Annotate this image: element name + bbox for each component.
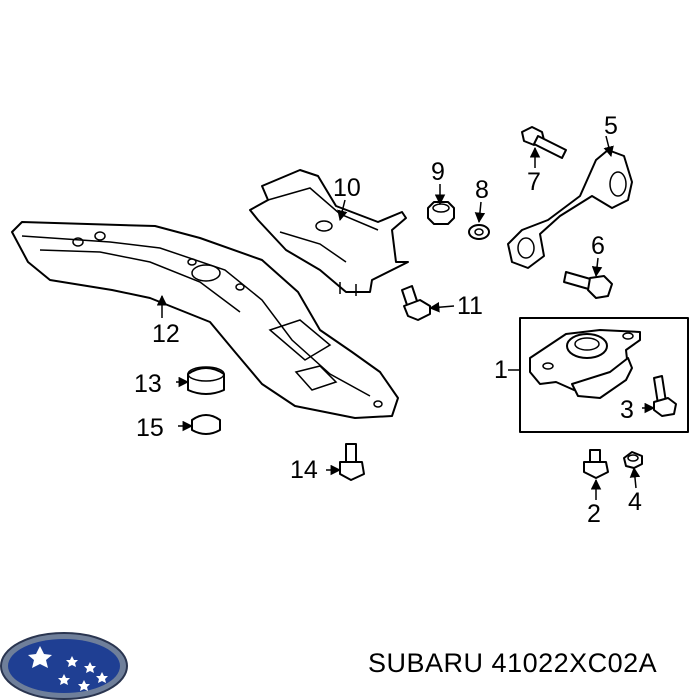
callout-4: 4 [628,488,642,516]
callout-11: 11 [457,292,483,320]
part-number: 41022XC02A [491,648,658,678]
star-2 [84,662,96,673]
subaru-logo [0,632,128,700]
bolt-part-11 [401,285,431,321]
pleiades-stars [28,646,108,691]
callout-8: 8 [475,176,489,204]
leader-4 [629,466,641,489]
crossmember-part-12 [11,221,399,419]
leader-lines [156,135,656,500]
callout-15: 15 [136,414,164,442]
bolt-part-14 [339,443,365,481]
star-4 [78,680,90,691]
nut-part-4 [623,451,643,469]
cap-part-15 [191,414,221,435]
callout-1: 1 [494,356,508,384]
bolt-part-3 [653,375,677,417]
star-1 [66,656,78,667]
callout-12: 12 [152,320,180,348]
callout-7: 7 [527,168,541,196]
star-5 [96,672,108,683]
callout-6: 6 [591,232,605,260]
callout-labels: 5 7 9 8 10 6 11 12 1 13 3 15 14 2 4 [134,112,642,528]
leader-8 [474,201,486,224]
callout-2: 2 [587,500,601,528]
leader-11 [428,301,455,313]
brand-name: SUBARU [368,648,484,678]
star-large [28,646,52,668]
callout-10: 10 [333,174,361,202]
bracket-part-10 [249,169,409,296]
washer-part-8 [468,224,490,240]
bolt-part-6 [563,271,613,299]
leader-10 [337,199,348,222]
torque-rod-part-5 [507,149,633,269]
callout-9: 9 [431,158,445,186]
star-3 [58,674,70,685]
leader-6 [591,257,603,278]
callout-3: 3 [620,396,634,424]
bolt-part-2 [583,449,609,479]
bolt-part-7 [521,126,567,159]
nut-part-9 [427,201,455,225]
bushing-part-13 [187,366,225,395]
callout-13: 13 [134,370,162,398]
callout-5: 5 [604,112,618,140]
leader-5 [603,135,614,158]
part-caption: SUBARU 41022XC02A [368,648,657,679]
callout-14: 14 [290,456,318,484]
